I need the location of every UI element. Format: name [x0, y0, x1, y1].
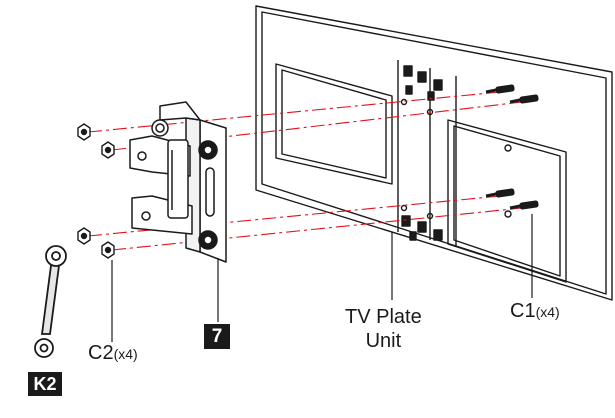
c2-nut [101, 241, 115, 259]
c1-bolt [485, 84, 515, 94]
k2-wrench [34, 245, 67, 358]
bracket-part-7 [129, 101, 227, 263]
c2-quantity: (x4) [113, 346, 138, 362]
c1-bolt [509, 94, 539, 104]
c1-code: C1 [510, 300, 536, 322]
c1-bolts [485, 84, 539, 210]
step-number-badge: 7 [204, 324, 230, 349]
c1-label: C1(x4) [510, 301, 560, 321]
k2-tool-badge: K2 [28, 372, 62, 396]
tv-plate-unit [255, 5, 613, 301]
tv-plate-label-line2: Unit [365, 330, 402, 352]
leader-lines [111, 214, 533, 342]
tv-plate-label-line1: TV Plate [345, 306, 422, 328]
c1-bolt [509, 200, 539, 210]
c2-nut [77, 123, 91, 141]
c2-nuts [77, 123, 115, 259]
c2-nut [77, 227, 91, 245]
c1-bolt [485, 188, 515, 198]
c2-label: C2(x4) [88, 343, 138, 363]
c2-code: C2 [88, 342, 114, 364]
c1-quantity: (x4) [535, 304, 560, 320]
tv-plate-unit-label: TV Plate Unit [345, 305, 422, 353]
c2-nut [101, 141, 115, 159]
